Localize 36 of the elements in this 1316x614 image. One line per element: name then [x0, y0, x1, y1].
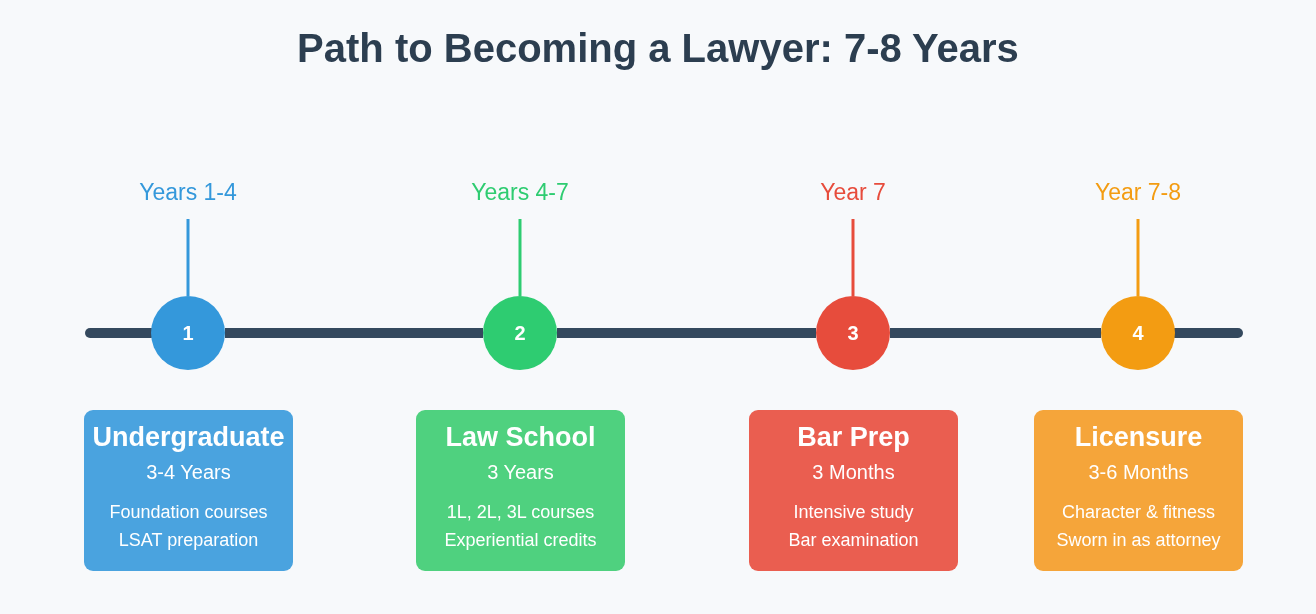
- stage-duration: 3-6 Months: [1088, 461, 1189, 484]
- timeline-bar: [557, 328, 816, 338]
- stage-card: [1034, 410, 1243, 571]
- connector-line: [851, 219, 855, 296]
- stage-detail: Intensive study: [793, 501, 914, 524]
- year-label: Years 4-7: [420, 177, 620, 207]
- stage-title: Undergraduate: [92, 422, 285, 453]
- stage-title: Law School: [445, 422, 596, 453]
- timeline-bar: [225, 328, 483, 338]
- stage-card: [84, 410, 293, 571]
- step-circle: 3: [816, 296, 890, 370]
- stage-detail: LSAT preparation: [118, 529, 259, 552]
- stage-detail: Character & fitness: [1061, 501, 1216, 524]
- step-circle: 4: [1101, 296, 1175, 370]
- stage-duration: 3 Years: [487, 461, 554, 484]
- connector-line: [1136, 219, 1140, 296]
- year-label: Year 7: [753, 177, 953, 207]
- diagram-title: Path to Becoming a Lawyer: 7-8 Years: [296, 26, 1020, 71]
- stage-detail: Foundation courses: [109, 501, 268, 524]
- stage-card: [749, 410, 958, 571]
- year-label: Years 1-4: [88, 177, 288, 207]
- stage-card: [416, 410, 625, 571]
- year-label: Year 7-8: [1038, 177, 1238, 207]
- stage-duration: 3 Months: [812, 461, 895, 484]
- step-circle: 1: [151, 296, 225, 370]
- stage-detail: Experiential credits: [444, 529, 597, 552]
- connector-line: [186, 219, 190, 296]
- step-circle: 2: [483, 296, 557, 370]
- stage-title: Licensure: [1074, 422, 1203, 453]
- connector-line: [518, 219, 522, 296]
- timeline-bar: [890, 328, 1101, 338]
- stage-title: Bar Prep: [797, 422, 910, 453]
- stage-detail: Bar examination: [788, 529, 919, 552]
- stage-detail: Sworn in as attorney: [1056, 529, 1221, 552]
- stage-duration: 3-4 Years: [146, 461, 231, 484]
- stage-detail: 1L, 2L, 3L courses: [446, 501, 595, 524]
